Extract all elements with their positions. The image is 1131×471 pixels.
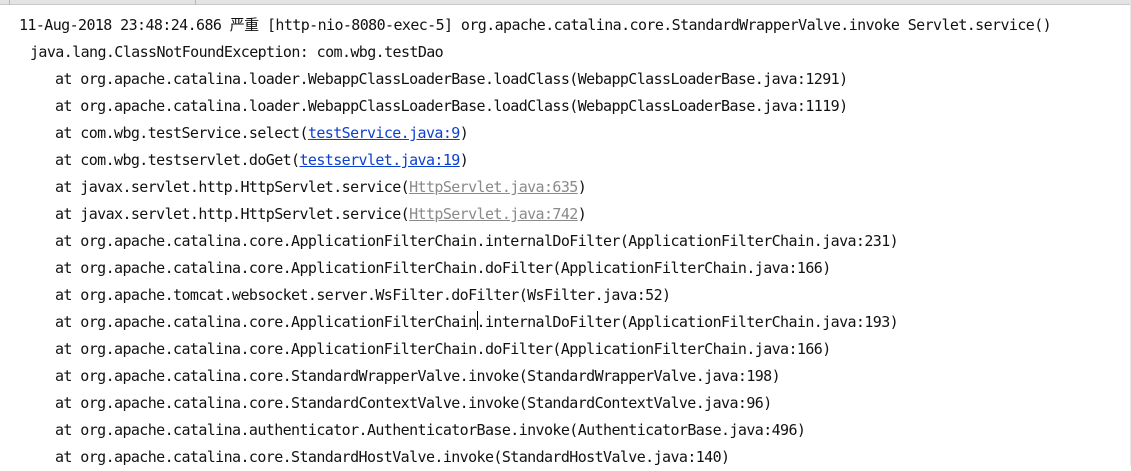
- stack-frame-close-paren: ): [459, 124, 469, 142]
- stack-frame-line: at org.apache.catalina.core.ApplicationF…: [55, 255, 831, 282]
- source-location: StandardWrapperValve.java:198: [527, 367, 772, 385]
- stack-frame-method: at org.apache.tomcat.websocket.server.Ws…: [55, 286, 528, 304]
- stack-frame-method: at com.wbg.testservlet.doGet(: [55, 151, 300, 169]
- stack-frame-method: at javax.servlet.http.HttpServlet.servic…: [55, 178, 410, 196]
- log-header-line: 11-Aug-2018 23:48:24.686 严重 [http-nio-80…: [19, 16, 1052, 34]
- stack-frame-close-paren: ): [577, 205, 587, 223]
- stack-frame-method: at org.apache.catalina.loader.WebappClas…: [55, 70, 578, 88]
- stack-frame-method: at org.apache.catalina.core.StandardCont…: [55, 394, 528, 412]
- stack-frame-line: at org.apache.catalina.core.StandardCont…: [55, 390, 772, 417]
- stack-frame-close-paren: ): [796, 421, 806, 439]
- stack-frame-line: at com.wbg.testService.select(testServic…: [55, 120, 469, 147]
- source-location-link[interactable]: testService.java:9: [307, 124, 460, 142]
- stack-frame-close-paren: ): [839, 70, 848, 88]
- source-location: ApplicationFilterChain.java:166: [560, 259, 823, 277]
- stack-frame-method: at org.apache.catalina.core.StandardHost…: [55, 448, 502, 466]
- console-tab-strip: [0, 0, 1131, 5]
- source-location: ApplicationFilterChain.java:193: [628, 313, 890, 331]
- stack-frame-method: at org.apache.catalina.loader.WebappClas…: [55, 97, 578, 115]
- stack-frame-line: at org.apache.catalina.core.ApplicationF…: [55, 336, 831, 363]
- stack-frame-close-paren: ): [822, 259, 831, 277]
- stack-frame-line: at javax.servlet.http.HttpServlet.servic…: [55, 174, 587, 201]
- stack-frame-line: at com.wbg.testservlet.doGet(testservlet…: [55, 147, 469, 174]
- source-location: ApplicationFilterChain.java:166: [560, 340, 823, 358]
- source-location: WebappClassLoaderBase.java:1119: [577, 97, 840, 115]
- source-location: WsFilter.java:52: [527, 286, 663, 304]
- stack-frame-method: at org.apache.catalina.core.ApplicationF…: [55, 313, 629, 331]
- stack-frame-method: at org.apache.catalina.authenticator.Aut…: [55, 421, 578, 439]
- stack-frame-method: at org.apache.catalina.core.StandardWrap…: [55, 367, 528, 385]
- source-location: StandardHostValve.java:140: [501, 448, 722, 466]
- source-location: AuthenticatorBase.java:496: [577, 421, 798, 439]
- stack-frame-close-paren: ): [662, 286, 671, 304]
- stack-frame-line: at org.apache.catalina.core.StandardWrap…: [55, 363, 781, 390]
- stack-frame-close-paren: ): [771, 367, 781, 385]
- stack-frame-line: at org.apache.catalina.authenticator.Aut…: [55, 417, 806, 444]
- stack-frame-method: at org.apache.catalina.core.ApplicationF…: [55, 340, 561, 358]
- stack-frame-close-paren: ): [889, 232, 899, 250]
- stack-frame-line: at javax.servlet.http.HttpServlet.servic…: [55, 201, 587, 228]
- stack-frame-line: at org.apache.catalina.loader.WebappClas…: [55, 66, 848, 93]
- source-location: StandardContextValve.java:96: [527, 394, 764, 412]
- stack-frame-line: at org.apache.catalina.loader.WebappClas…: [55, 93, 848, 120]
- stack-frame-line: at org.apache.tomcat.websocket.server.Ws…: [55, 282, 671, 309]
- stack-frame-close-paren: ): [822, 340, 831, 358]
- stack-frame-line: at org.apache.catalina.core.ApplicationF…: [55, 309, 899, 336]
- stack-frame-line: at org.apache.catalina.core.ApplicationF…: [55, 228, 899, 255]
- source-location: ApplicationFilterChain.java:231: [628, 232, 890, 250]
- stack-frame-method: at org.apache.catalina.core.ApplicationF…: [55, 259, 561, 277]
- stack-frame-close-paren: ): [721, 448, 730, 466]
- stack-frame-method: at javax.servlet.http.HttpServlet.servic…: [55, 205, 410, 223]
- stack-frame-close-paren: ): [763, 394, 772, 412]
- tab-divider: [9, 0, 10, 5]
- stack-frame-method: at com.wbg.testService.select(: [55, 124, 309, 142]
- exception-line: java.lang.ClassNotFoundException: com.wb…: [30, 43, 444, 61]
- source-location-link[interactable]: testservlet.java:19: [299, 151, 461, 169]
- stack-frame-close-paren: ): [839, 97, 848, 115]
- stack-frame-close-paren: ): [577, 178, 587, 196]
- source-location-link[interactable]: HttpServlet.java:742: [409, 205, 578, 223]
- stack-frame-close-paren: ): [889, 313, 899, 331]
- source-location: WebappClassLoaderBase.java:1291: [577, 70, 840, 88]
- source-location-link[interactable]: HttpServlet.java:635: [409, 178, 578, 196]
- stack-frame-method: at org.apache.catalina.core.ApplicationF…: [55, 232, 629, 250]
- stack-frame-line: at org.apache.catalina.core.StandardHost…: [55, 444, 730, 471]
- stack-frame-close-paren: ): [459, 151, 469, 169]
- text-cursor: [477, 311, 478, 330]
- tab-divider: [195, 0, 196, 5]
